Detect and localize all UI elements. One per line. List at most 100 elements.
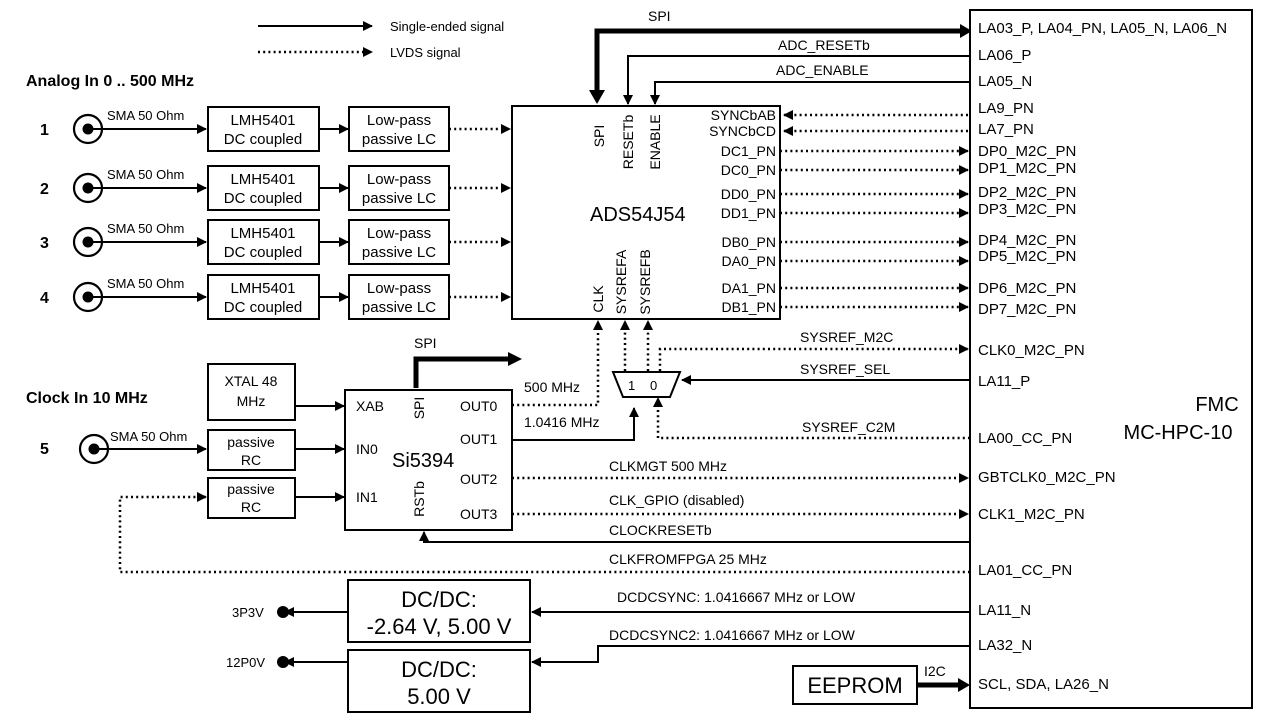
rc1-label-1: passive <box>227 434 275 450</box>
fmc-pin-labels: LA03_P, LA04_PN, LA05_N, LA06_N LA06_P LA0… <box>978 20 1227 693</box>
adc-pin-sysrefa: SYSREFA <box>613 249 629 314</box>
dcdc2-label-1: DC/DC: <box>401 657 477 682</box>
adc-pin-sysrefb: SYSREFB <box>637 249 653 314</box>
fmc-pin-label: LA06_P <box>978 47 1031 64</box>
adc-chip <box>511 105 781 320</box>
rail-12p0v-label: 12P0V <box>226 655 265 670</box>
channel-number: 3 <box>40 235 49 252</box>
dcdc1-label-2: -2.64 V, 5.00 V <box>367 614 512 639</box>
adc-pin-clk: CLK <box>590 285 606 313</box>
sysref-m2c-label: SYSREF_M2C <box>800 329 893 345</box>
adc-output-pin: SYNCbCD <box>709 123 776 139</box>
pll-pin-spi: SPI <box>411 397 427 420</box>
amplifier-label-2: DC coupled <box>224 299 302 316</box>
adc-block: ADS54J54 SPI RESETb ENABLE CLK SYSREFA S… <box>511 105 969 320</box>
dcdc2-label-2: 5.00 V <box>407 684 471 709</box>
filter-label-1: Low-pass <box>367 171 431 188</box>
adc-enable-line <box>650 81 970 105</box>
adc-resetb-label: ADC_RESETb <box>778 37 870 53</box>
adc-pin-resetb: RESETb <box>620 115 636 170</box>
dcdc1-label-1: DC/DC: <box>401 587 477 612</box>
out0-to-adc-clk-line <box>512 320 603 407</box>
sma-label: SMA 50 Ohm <box>107 276 184 291</box>
fmc-pin-label: CLK1_M2C_PN <box>978 506 1085 523</box>
adc-output-pin: DC0_PN <box>721 162 776 178</box>
pll-spi-label: SPI <box>414 335 437 351</box>
amplifier-label-1: LMH5401 <box>230 280 295 297</box>
amplifier-box <box>207 106 320 152</box>
dcdc1-box <box>347 579 531 643</box>
dcdcsync-label: DCDCSYNC: 1.0416667 MHz or LOW <box>617 589 856 605</box>
sysref-sel-label: SYSREF_SEL <box>800 361 890 377</box>
fmc-pin-label: LA03_P, LA04_PN, LA05_N, LA06_N <box>978 20 1227 37</box>
pll-chip <box>344 389 513 531</box>
adc-pin-spi: SPI <box>591 125 607 148</box>
sma-label: SMA 50 Ohm <box>107 221 184 236</box>
channel-number: 2 <box>40 181 49 198</box>
pll-spi-bus-arrowhead <box>508 352 522 366</box>
filter-box <box>348 274 450 320</box>
adc-output-pin: DB1_PN <box>722 299 776 315</box>
dcdc2-box <box>347 649 531 713</box>
adc-output-pin: DC1_PN <box>721 143 776 159</box>
filter-label-1: Low-pass <box>367 225 431 242</box>
spi-top-label: SPI <box>648 8 671 24</box>
i2c-label: I2C <box>924 663 946 679</box>
clk-gpio-label: CLK_GPIO (disabled) <box>609 492 744 508</box>
pll-pin-rstb: RSTb <box>411 481 427 517</box>
adc-output-pin: DD0_PN <box>721 186 776 202</box>
fmc-connector: FMC MC-HPC-10 LA03_P, LA04_PN, LA05_N, L… <box>969 9 1253 709</box>
fmc-pin-label: LA01_CC_PN <box>978 562 1072 579</box>
filter-label-2: passive LC <box>362 244 436 261</box>
channel-number: 4 <box>40 290 49 307</box>
legend: Single-ended signal LVDS signal <box>258 19 504 60</box>
fmc-pin-label: DP1_M2C_PN <box>978 160 1076 177</box>
dcdcsync2-label: DCDCSYNC2: 1.0416667 MHz or LOW <box>609 627 856 643</box>
filter-label-2: passive LC <box>362 190 436 207</box>
sysref-c2m-line <box>653 397 970 440</box>
pll-name: Si5394 <box>392 450 454 472</box>
adc-control-lines: SPI ADC_RESETb ADC_ENABLE <box>589 8 972 105</box>
spi-bus-line <box>594 28 960 92</box>
pll-pin-out3: OUT3 <box>460 506 498 522</box>
filter-box <box>348 106 450 152</box>
amplifier-label-2: DC coupled <box>224 190 302 207</box>
fmc-pin-label: DP5_M2C_PN <box>978 248 1076 265</box>
amplifier-label-2: DC coupled <box>224 131 302 148</box>
pll-pin-in0: IN0 <box>356 441 378 457</box>
fmc-pin-label: LA7_PN <box>978 121 1034 138</box>
clkfromfpga-label: CLKFROMFPGA 25 MHz <box>609 551 767 567</box>
fmc-pin-label: LA9_PN <box>978 100 1034 117</box>
fmc-pin-label: SCL, SDA, LA26_N <box>978 676 1109 693</box>
fmc-title: FMC <box>1195 394 1238 416</box>
adc-enable-label: ADC_ENABLE <box>776 62 869 78</box>
analog-title: Analog In 0 .. 500 MHz <box>26 73 194 90</box>
fmc-pin-label: LA05_N <box>978 73 1032 90</box>
sma-label: SMA 50 Ohm <box>107 108 184 123</box>
rc2-label-1: passive <box>227 481 275 497</box>
amplifier-label-1: LMH5401 <box>230 112 295 129</box>
pll-spi-bus-line <box>413 356 510 388</box>
adc-pin-enable: ENABLE <box>647 114 663 169</box>
dcdcsync2-line <box>531 645 970 667</box>
filter-label-2: passive LC <box>362 299 436 316</box>
filter-label-2: passive LC <box>362 131 436 148</box>
fmc-pin-label: DP6_M2C_PN <box>978 280 1076 297</box>
amplifier-label-2: DC coupled <box>224 244 302 261</box>
mux-input-0: 0 <box>650 378 657 393</box>
amplifier-box <box>207 219 320 265</box>
rc2-label-2: RC <box>241 499 261 515</box>
out1-freq-label: 1.0416 MHz <box>524 414 599 430</box>
rc2-box <box>207 477 296 519</box>
fmc-pin-label: CLK0_M2C_PN <box>978 342 1085 359</box>
adc-resetb-line <box>623 55 970 105</box>
rc1-box <box>207 429 296 471</box>
rc1-label-2: RC <box>241 452 261 468</box>
xtal-label-2: MHz <box>237 393 266 409</box>
fmc-pin-label: DP0_M2C_PN <box>978 143 1076 160</box>
